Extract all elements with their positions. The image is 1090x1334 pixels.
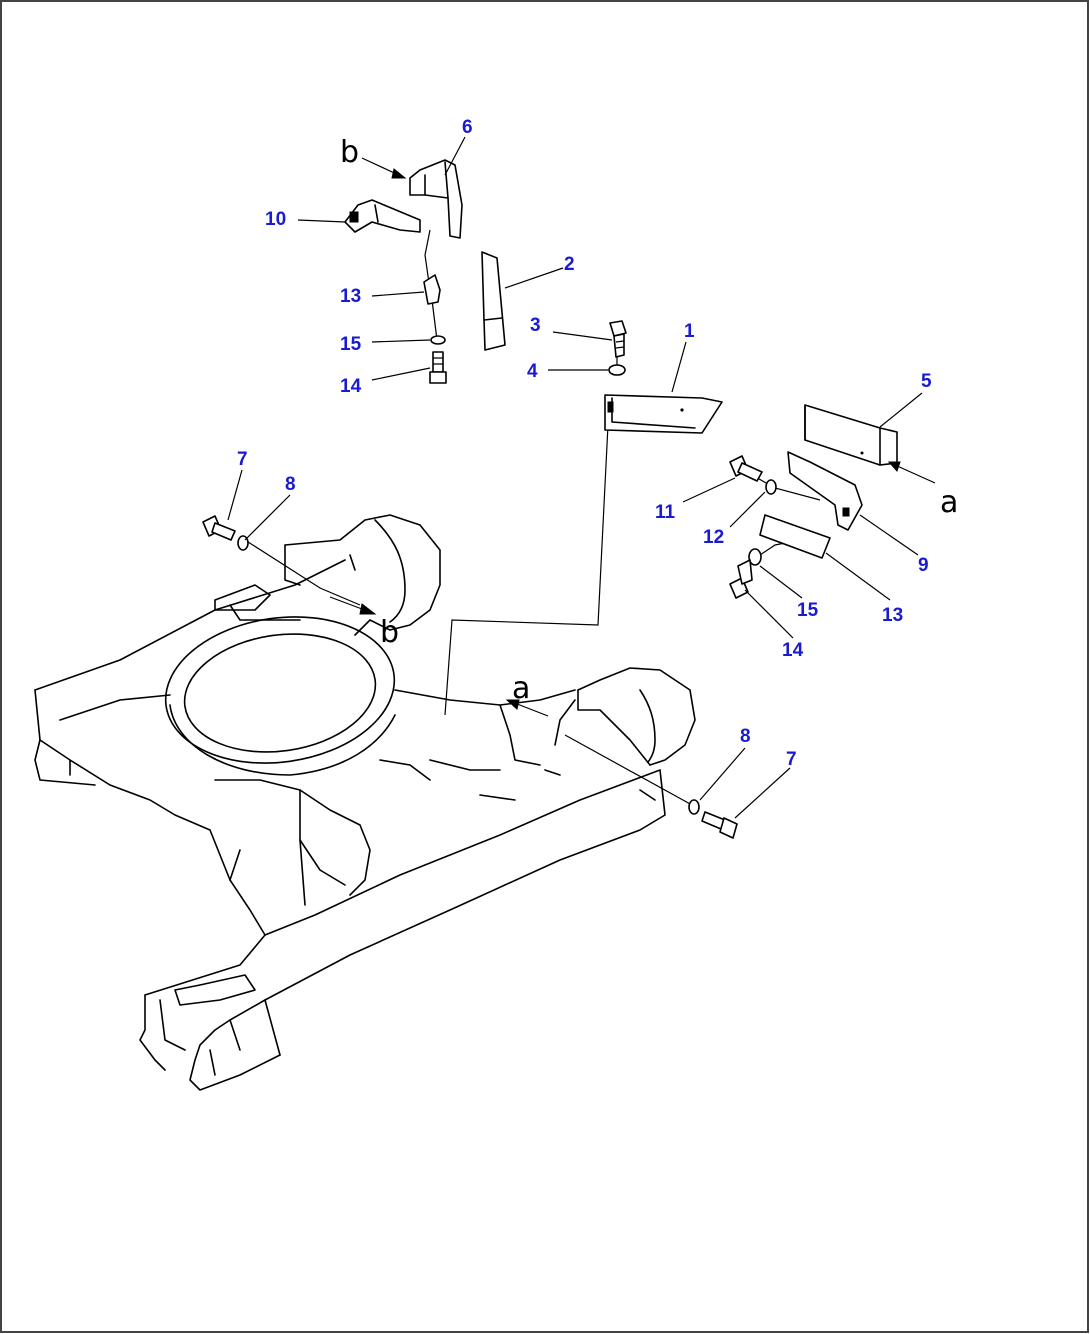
- callout-1: 1: [684, 321, 695, 342]
- part-3-bolt: [609, 320, 627, 358]
- callout-3: 3: [530, 315, 541, 336]
- callout-6: 6: [462, 117, 473, 138]
- callout-15-right: 15: [797, 600, 819, 621]
- part-1-channel: [604, 394, 723, 434]
- part-4-washer: [608, 364, 626, 376]
- callout-15-left: 15: [340, 334, 362, 355]
- callout-13-left: 13: [340, 286, 361, 307]
- view-letter-b-top: b: [340, 135, 359, 170]
- callout-8-right: 8: [740, 726, 751, 747]
- track-frame: [34, 514, 696, 1091]
- part-10-bracket: [344, 199, 421, 233]
- part-5-cover: [804, 404, 898, 466]
- part-15-washer-right: [748, 548, 762, 566]
- part-11-bolt: [729, 455, 763, 482]
- view-letter-a-frame: a: [512, 671, 530, 706]
- callout-12: 12: [703, 527, 724, 548]
- callout-7-left: 7: [237, 449, 248, 470]
- part-2-plate: [481, 251, 506, 351]
- callout-7-right: 7: [786, 749, 797, 770]
- callout-14-right: 14: [782, 640, 804, 661]
- part-13-spacer-right: [759, 514, 831, 559]
- part-14-bolt-left: [429, 351, 447, 384]
- callout-8-left: 8: [285, 474, 296, 495]
- callout-11: 11: [655, 502, 676, 523]
- view-letter-a-right: a: [940, 485, 958, 520]
- callout-4: 4: [527, 361, 538, 382]
- callout-14-left: 14: [340, 376, 362, 397]
- part-13-spacer: [423, 274, 441, 305]
- callout-9: 9: [918, 555, 929, 576]
- part-12-washer: [765, 479, 777, 495]
- part-6-bracket: [409, 159, 463, 239]
- callout-13-right: 13: [882, 605, 903, 626]
- part-7-bolt-left: [202, 515, 236, 541]
- part-8-washer-right: [688, 799, 700, 815]
- part-7-bolt-right: [701, 811, 738, 839]
- callout-leaders: [227, 136, 923, 819]
- callout-10: 10: [265, 209, 286, 230]
- view-letter-b-frame: b: [380, 615, 399, 650]
- callout-2: 2: [564, 254, 575, 275]
- view-arrows: [329, 157, 936, 717]
- part-14-bolt-right: [729, 559, 753, 599]
- part-15-washer-left: [430, 335, 446, 345]
- callout-5: 5: [921, 371, 932, 392]
- part-9-plate: [787, 451, 863, 531]
